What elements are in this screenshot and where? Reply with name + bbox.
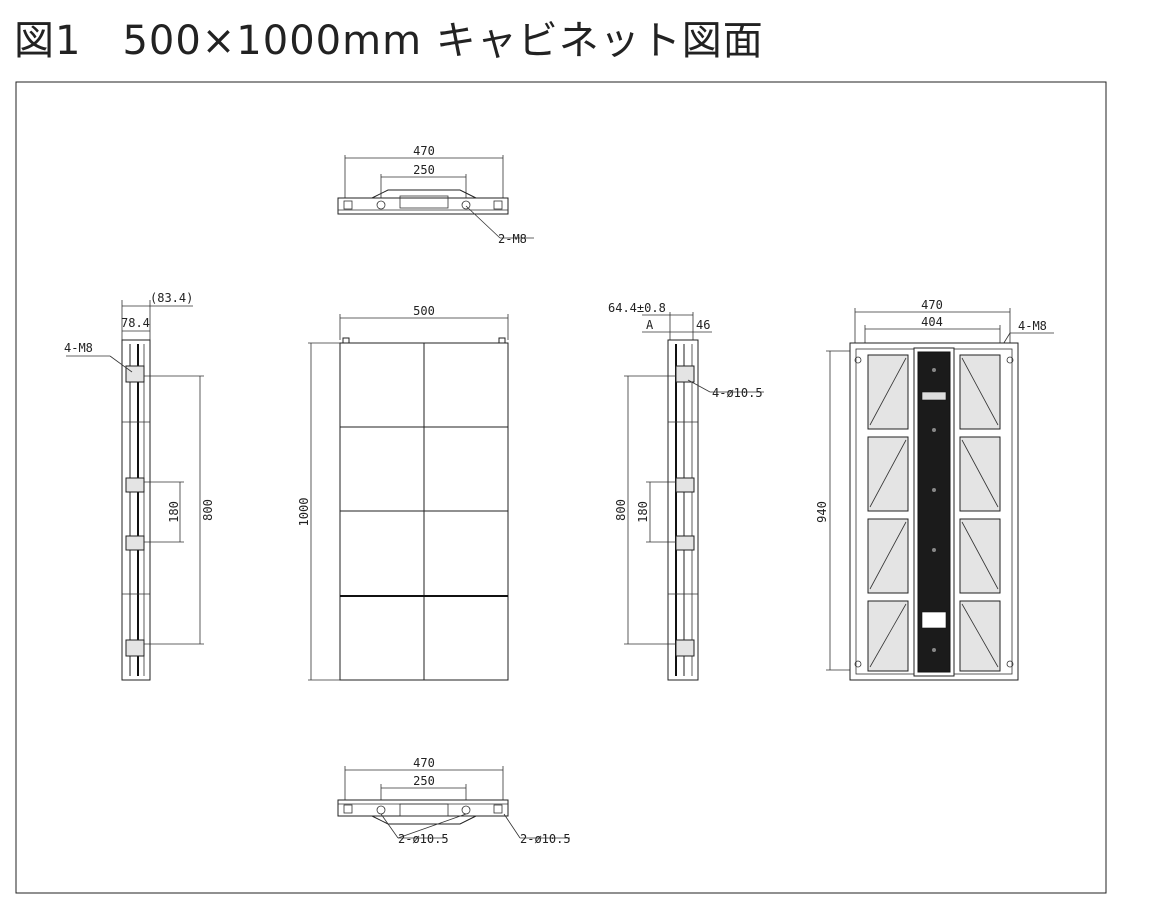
right-callout-label: 4-ø10.5 (712, 386, 763, 400)
bottom-view: 470 250 2-ø10.5 2-ø10.5 (337, 756, 571, 846)
rear-view: 470 404 4-M8 940 (815, 298, 1054, 681)
figure-title: 図1 500×1000mm キャビネット図面 (14, 18, 764, 64)
top-width-inner-label: 250 (413, 163, 435, 177)
front-view: 500 1000 (297, 304, 509, 681)
rear-width-inner-label: 404 (921, 315, 943, 329)
front-height-label: 1000 (297, 498, 311, 527)
right-pitch-small-label: 180 (636, 501, 650, 523)
left-callout-label: 4-M8 (64, 341, 93, 355)
bottom-callout-right-label: 2-ø10.5 (520, 832, 571, 846)
top-cabinet-body (337, 197, 509, 215)
left-pitch-large-label: 800 (201, 499, 215, 521)
right-section-mark: A (646, 318, 654, 332)
right-side-view: 64.4±0.8 A 46 4-ø10.5 800 180 (608, 301, 764, 681)
left-side-view: (83.4) 78.4 4-M8 800 180 (64, 291, 215, 681)
top-view: 470 250 2-M8 (337, 144, 534, 246)
rear-callout-label: 4-M8 (1018, 319, 1047, 333)
bottom-width-outer-label: 470 (413, 756, 435, 770)
bottom-width-inner-label: 250 (413, 774, 435, 788)
right-offset-label: 46 (696, 318, 710, 332)
top-callout-label: 2-M8 (498, 232, 527, 246)
right-tolerance-label: 64.4±0.8 (608, 301, 666, 315)
rear-width-outer-label: 470 (921, 298, 943, 312)
right-pitch-large-label: 800 (614, 499, 628, 521)
rear-height-label: 940 (815, 501, 829, 523)
bottom-cabinet-body (337, 799, 509, 817)
left-depth-label: 78.4 (121, 316, 150, 330)
rear-panels (867, 354, 1001, 672)
left-pitch-small-label: 180 (167, 501, 181, 523)
left-depth-max-label: (83.4) (150, 291, 193, 305)
drawing-frame (15, 81, 1107, 894)
right-cabinet-body (667, 339, 699, 681)
top-width-outer-label: 470 (413, 144, 435, 158)
front-width-label: 500 (413, 304, 435, 318)
left-cabinet-body (121, 339, 151, 681)
bottom-callout-left-label: 2-ø10.5 (398, 832, 449, 846)
